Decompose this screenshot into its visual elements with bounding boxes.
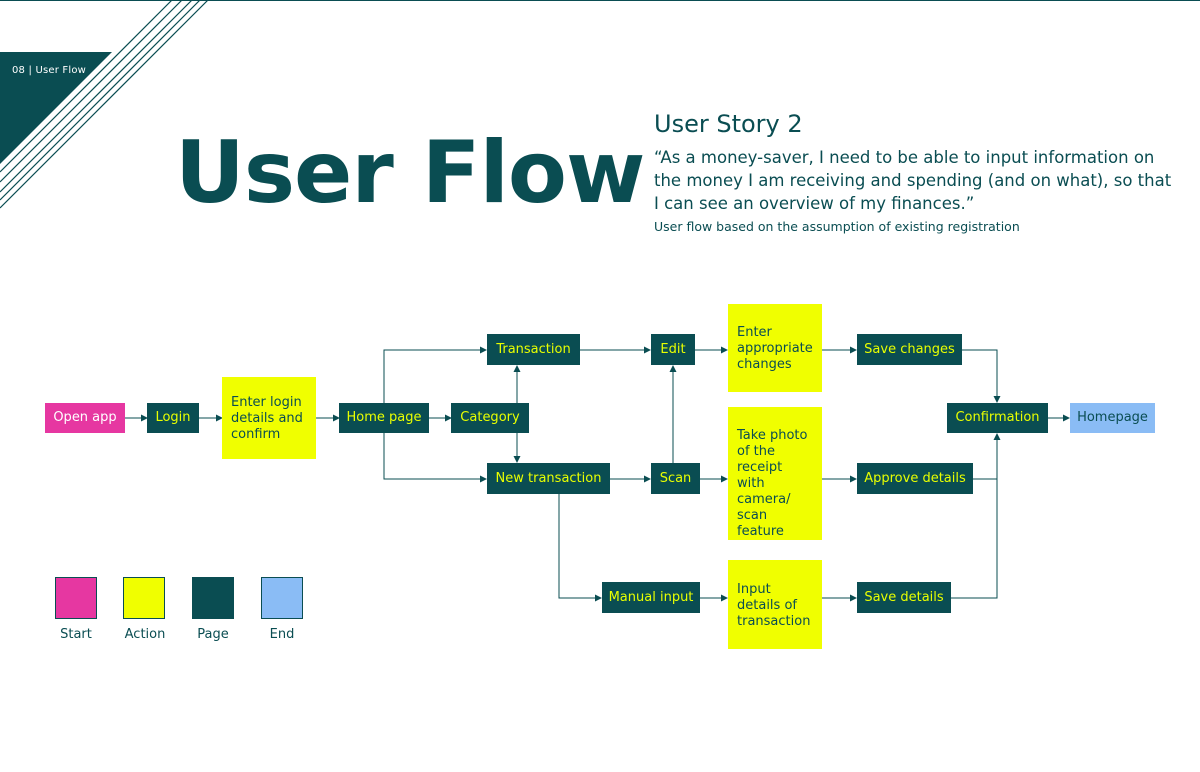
arrow-savedetails-confirmation bbox=[951, 433, 1001, 599]
legend-end-label: End bbox=[269, 627, 295, 642]
arrow-savechanges-confirmation bbox=[962, 349, 1001, 403]
top-rule bbox=[0, 0, 1200, 1]
node-confirmation: Confirmation bbox=[947, 403, 1048, 433]
node-homepage: Homepage bbox=[1070, 403, 1155, 433]
arrow-home-transaction bbox=[383, 346, 487, 403]
node-input-details: Input details of transaction bbox=[728, 560, 822, 649]
node-category: Category bbox=[451, 403, 529, 433]
arrow-newtransaction-manual bbox=[558, 494, 602, 602]
legend-start-swatch bbox=[55, 577, 97, 619]
node-enter-appropriate-changes: Enter appropriate changes bbox=[728, 304, 822, 392]
node-save-details: Save details bbox=[857, 582, 951, 613]
legend-page-swatch bbox=[192, 577, 234, 619]
arrow-home-newtransaction bbox=[383, 433, 487, 483]
node-new-transaction: New transaction bbox=[487, 463, 610, 494]
node-manual-input: Manual input bbox=[602, 582, 700, 613]
user-story-title: User Story 2 bbox=[654, 110, 803, 138]
node-scan: Scan bbox=[651, 463, 700, 494]
user-story-quote: “As a money-saver, I need to be able to … bbox=[654, 148, 1172, 213]
legend-page-label: Page bbox=[197, 627, 229, 642]
legend-action-swatch bbox=[123, 577, 165, 619]
arrow-approve-confirmation bbox=[973, 434, 998, 480]
legend-end-swatch bbox=[261, 577, 303, 619]
node-save-changes: Save changes bbox=[857, 334, 962, 365]
node-approve-details: Approve details bbox=[857, 463, 973, 494]
node-login: Login bbox=[147, 403, 199, 433]
node-edit: Edit bbox=[651, 334, 695, 365]
node-home-page: Home page bbox=[339, 403, 429, 433]
section-label: 08 | User Flow bbox=[12, 65, 87, 76]
user-story-note: User flow based on the assumption of exi… bbox=[654, 219, 1020, 234]
page-title: User Flow bbox=[175, 123, 645, 223]
legend-start-label: Start bbox=[60, 627, 92, 642]
node-take-photo: Take photo of the receipt with camera/ s… bbox=[728, 407, 822, 540]
node-open-app: Open app bbox=[45, 403, 125, 433]
node-enter-login-details: Enter login details and confirm bbox=[222, 377, 316, 459]
legend-action-label: Action bbox=[124, 627, 166, 642]
node-transaction: Transaction bbox=[487, 334, 580, 365]
corner-decoration bbox=[0, 0, 209, 209]
